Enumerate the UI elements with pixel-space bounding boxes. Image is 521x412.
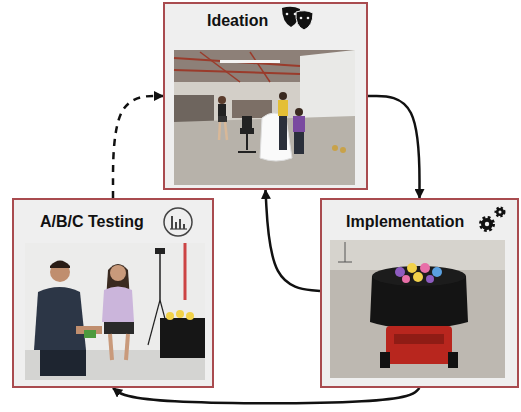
photo-ground (330, 240, 505, 378)
person (34, 287, 86, 350)
person (40, 350, 86, 376)
mask (296, 11, 313, 30)
stage-heading: A/B/C Testing (40, 212, 212, 232)
person (294, 132, 304, 154)
chart-icon (164, 208, 192, 236)
cupcake (402, 275, 410, 283)
chart-bar (175, 222, 177, 229)
table-top (372, 266, 466, 286)
person (126, 334, 128, 360)
mask-eye (294, 13, 297, 16)
tripod (148, 300, 160, 345)
wheel (380, 352, 390, 368)
testing-photo (25, 243, 205, 380)
chart-bar (171, 216, 173, 229)
tripod (159, 250, 161, 300)
cycle-arrow (266, 190, 321, 291)
photo-ground (174, 50, 355, 185)
masks-icon (282, 7, 313, 30)
gear (496, 208, 504, 216)
gear (481, 218, 493, 230)
cupcake (166, 312, 174, 320)
prop (84, 330, 96, 338)
gear-hole (499, 211, 502, 214)
person (293, 116, 305, 132)
person (295, 108, 303, 116)
box-ground (12, 198, 214, 388)
chair (240, 128, 254, 134)
stage-heading: Implementation (346, 212, 517, 232)
chart-bar (183, 224, 185, 229)
person (218, 96, 226, 104)
ceiling-light (220, 60, 280, 63)
person (279, 92, 287, 100)
person (102, 287, 134, 323)
cupcake (395, 267, 405, 277)
stand (345, 242, 346, 262)
person (225, 122, 227, 140)
person (279, 116, 287, 150)
stage-box: Ideation (163, 2, 368, 190)
cupcake (432, 267, 442, 277)
box-ground (320, 198, 519, 388)
beam (250, 52, 270, 82)
shelf (174, 95, 214, 123)
cycle-arrow (368, 96, 420, 198)
robot-panel (394, 334, 444, 344)
prop (332, 145, 338, 151)
stage-box: A/B/C Testing (12, 198, 214, 388)
chart-bar (179, 219, 181, 229)
beam (174, 70, 300, 74)
person (50, 261, 70, 269)
wheel (448, 352, 458, 368)
person (218, 104, 226, 116)
cupcake (186, 312, 194, 320)
stage-heading: Ideation (207, 11, 366, 31)
sheet (260, 113, 292, 161)
icon-ring (164, 208, 192, 236)
person (219, 122, 220, 140)
photo-ground (25, 243, 205, 380)
stand (338, 262, 352, 263)
cupcake (176, 310, 184, 318)
ideation-photo (174, 50, 355, 185)
box-ground (163, 2, 368, 190)
person (110, 334, 112, 360)
person (218, 116, 227, 122)
side-table (160, 318, 205, 358)
camera (155, 248, 165, 254)
cupcake (426, 275, 434, 283)
chair (242, 116, 252, 128)
robot-base (386, 326, 452, 364)
person (278, 100, 288, 116)
mask-eye (286, 13, 289, 16)
gear-hole (485, 222, 489, 226)
stage-box: Implementation (320, 198, 519, 388)
mask-eye (307, 17, 310, 20)
gears-icon (481, 208, 504, 230)
cupcake (413, 272, 423, 282)
prop (340, 147, 346, 153)
mask-eye (300, 17, 303, 20)
person (110, 265, 126, 281)
chair (246, 134, 248, 150)
beam (174, 58, 300, 66)
person (104, 322, 134, 334)
cupcake (407, 263, 417, 273)
cycle-arrow (113, 96, 163, 198)
chair (238, 151, 256, 153)
cycle-arrow (113, 388, 420, 403)
cupcake (420, 263, 430, 273)
background-prop (184, 243, 187, 300)
back-wall (330, 240, 505, 270)
beam (200, 52, 240, 82)
implementation-photo (330, 240, 505, 378)
